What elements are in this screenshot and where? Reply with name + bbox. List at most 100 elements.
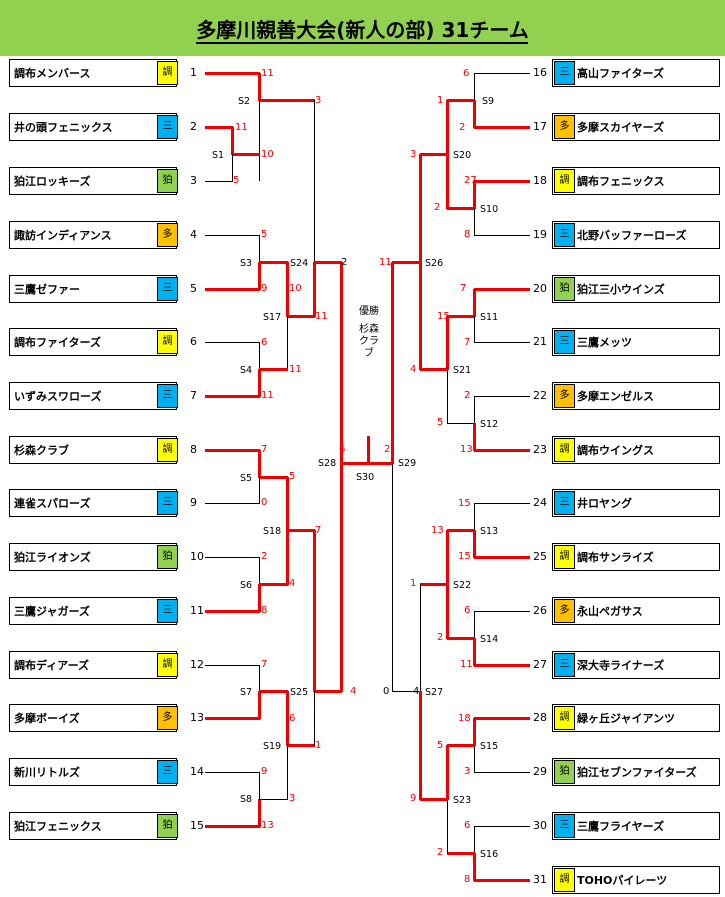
bracket-line — [259, 772, 260, 800]
score-label: 6 — [464, 820, 471, 831]
winner-line — [205, 72, 260, 75]
score-label: 13 — [460, 444, 473, 455]
winner-line — [420, 583, 448, 586]
match-label: S15 — [480, 741, 499, 752]
match-label: S25 — [290, 687, 309, 698]
team-box: 多摩スカイヤーズ多 — [552, 113, 720, 141]
category-badge: 三 — [554, 653, 575, 677]
winner-line — [258, 262, 261, 290]
team-box: 狛江フェニックス狛 — [9, 812, 178, 840]
team-name: 多摩ボーイズ — [14, 712, 80, 725]
bracket-line — [392, 691, 421, 692]
bracket-line — [474, 73, 530, 74]
category-badge: 三 — [157, 491, 178, 515]
score-label: 4 — [350, 686, 357, 697]
seed-number: 27 — [533, 658, 547, 671]
winner-line — [446, 100, 449, 155]
score-label: 2 — [464, 390, 471, 401]
score-label: 27 — [464, 175, 477, 186]
winner-line — [367, 436, 370, 464]
category-badge: 多 — [157, 223, 178, 247]
team-box: 調布ウイングス調 — [552, 436, 720, 464]
bracket-line — [474, 772, 530, 773]
bracket-line — [259, 665, 260, 692]
score-label: 4 — [413, 686, 420, 697]
winner-line — [420, 798, 448, 801]
score-label: 2 — [437, 632, 444, 643]
bracket-line — [447, 369, 448, 424]
score-label: 10 — [289, 283, 302, 294]
seed-number: 5 — [190, 282, 197, 295]
team-box: 連雀スパローズ三 — [9, 489, 178, 517]
team-name: 高山ファイターズ — [577, 67, 665, 80]
winner-line — [314, 690, 342, 693]
score-label: 9 — [410, 793, 417, 804]
seed-number: 1 — [190, 66, 197, 79]
winner-line — [259, 261, 288, 264]
winner-line — [447, 852, 475, 855]
bracket-line — [474, 611, 475, 639]
bracket-line — [392, 463, 393, 692]
seed-number: 28 — [533, 711, 547, 724]
score-label: 11 — [289, 364, 302, 375]
score-label: 2 — [384, 444, 391, 455]
score-label: 15 — [458, 498, 471, 509]
bracket-line — [259, 100, 260, 181]
bracket-line — [205, 665, 260, 666]
winner-line — [473, 289, 476, 317]
winner-line — [474, 180, 530, 183]
score-label: 3 — [289, 793, 296, 804]
team-box: 調布フェニックス調 — [552, 167, 720, 195]
score-label: 9 — [261, 283, 268, 294]
bracket-line — [474, 826, 530, 827]
winner-line — [259, 476, 288, 479]
winner-line — [473, 530, 476, 558]
winner-line — [258, 584, 261, 612]
team-name: 狛江フェニックス — [14, 820, 102, 833]
category-badge: 多 — [554, 115, 575, 139]
winner-line — [258, 450, 261, 478]
winner-line — [205, 395, 260, 398]
score-label: 2 — [341, 257, 348, 268]
team-box: 狛江三小ウインズ狛 — [552, 275, 720, 303]
category-badge: 三 — [554, 223, 575, 247]
match-label: S22 — [453, 580, 472, 591]
team-box: 三鷹ジャガーズ三 — [9, 597, 178, 625]
seed-number: 4 — [190, 228, 197, 241]
team-name: 井ロヤング — [577, 497, 632, 510]
category-badge: 多 — [157, 706, 178, 730]
team-box: いずみスワローズ三 — [9, 382, 178, 410]
score-label: 18 — [458, 713, 471, 724]
bracket-line — [474, 396, 530, 397]
winner-line — [419, 154, 422, 263]
team-name: 杉森クラブ — [14, 444, 69, 457]
team-name: 三鷹ジャガーズ — [14, 605, 90, 618]
score-label: 6 — [261, 337, 268, 348]
team-name: 諏訪インディアンス — [14, 229, 112, 242]
winner-line — [258, 799, 261, 827]
winner-line — [473, 100, 476, 128]
score-label: 5 — [233, 175, 240, 186]
winner-line — [474, 717, 530, 720]
seed-number: 13 — [190, 711, 204, 724]
team-name: 三鷹ゼファー — [14, 283, 80, 296]
team-box: 高山ファイターズ三 — [552, 59, 720, 87]
score-label: 6 — [339, 444, 346, 455]
score-label: 15 — [458, 551, 471, 562]
category-badge: 多 — [554, 384, 575, 408]
team-name: 狛江ロッキーズ — [14, 175, 91, 188]
seed-number: 6 — [190, 335, 197, 348]
winner-line — [259, 583, 288, 586]
category-badge: 調 — [157, 330, 178, 354]
category-badge: 三 — [157, 115, 178, 139]
category-badge: 調 — [554, 169, 575, 193]
winner-line — [447, 744, 475, 747]
winner-line — [313, 530, 316, 692]
match-label: S24 — [290, 258, 309, 269]
bracket-line — [259, 235, 260, 263]
score-label: 4 — [289, 578, 296, 589]
score-label: 11 — [261, 390, 274, 401]
score-label: 1 — [410, 578, 417, 589]
score-label: 11 — [460, 659, 473, 670]
category-badge: 多 — [554, 599, 575, 623]
